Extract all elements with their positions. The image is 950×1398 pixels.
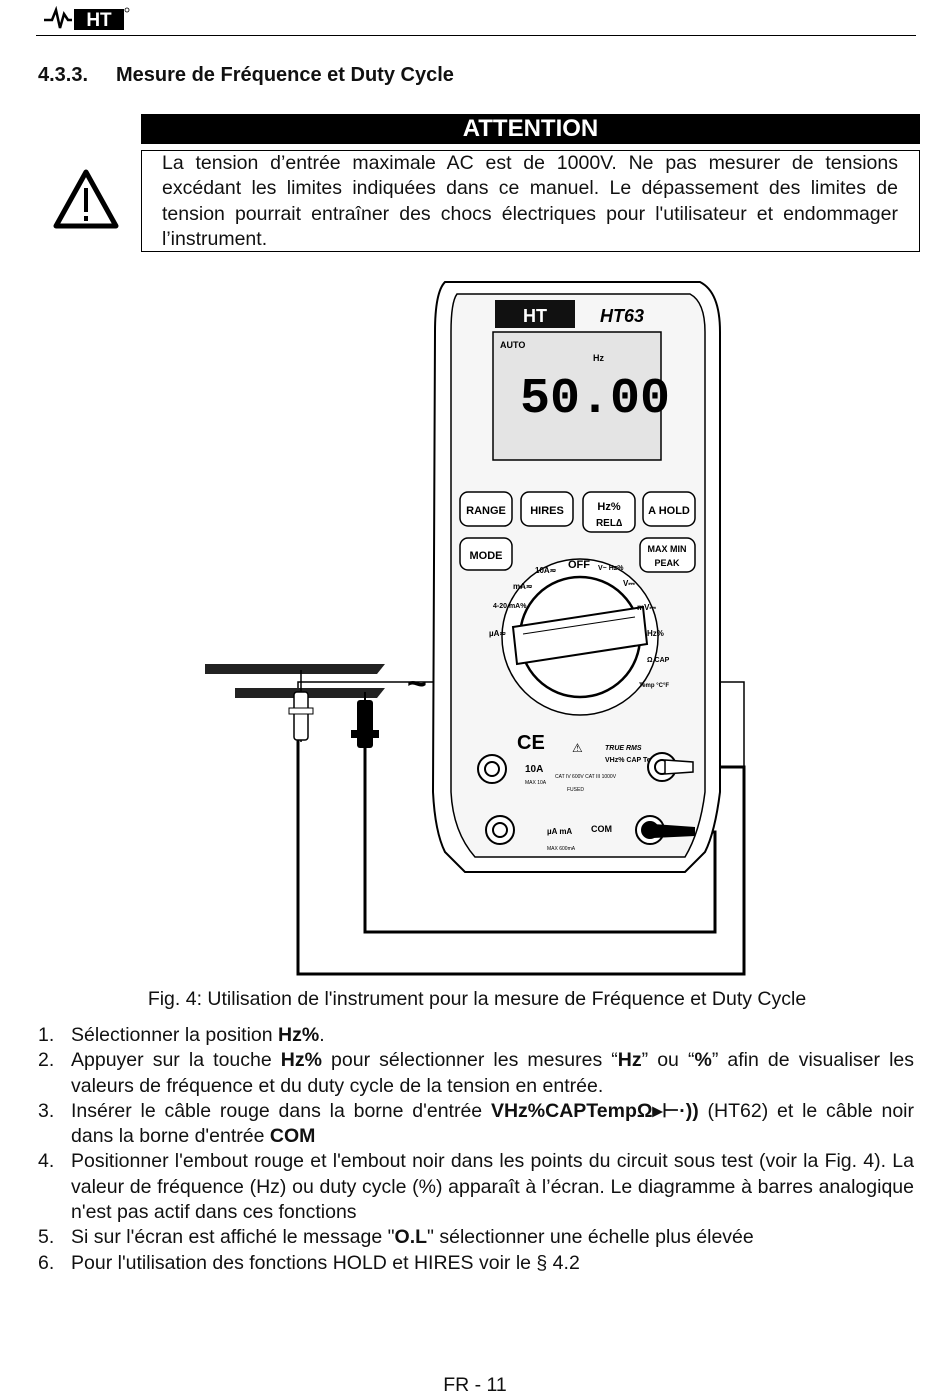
true-rms-label: TRUE RMS [605,745,642,752]
step-1: 1.Sélectionner la position Hz%. [38,1024,325,1046]
warning-triangle-icon [53,169,119,229]
header-rule [36,35,916,36]
lcd-unit-label: Hz [593,353,604,363]
attention-banner: ATTENTION [141,114,920,144]
button-mode: MODE [470,550,503,562]
dial-hz-percent: Hz% [647,629,664,638]
ce-mark: CE [517,732,545,754]
section-title: Mesure de Fréquence et Duty Cycle [116,64,454,86]
button-hires: HIRES [530,505,564,517]
dial-vac-hz: V~ Hz% [598,565,624,572]
button-hz-percent: Hz% [597,501,620,513]
10a-terminal-label: 10A [525,764,543,775]
section-heading: 4.3.3. Mesure de Fréquence et Duty Cycle [38,64,454,87]
dial-vdc: V⎓ [623,579,635,588]
ht-logo: HT [44,6,130,31]
lcd-display [492,331,662,461]
rotary-dial [501,558,659,716]
instruction-steps: 1.Sélectionner la position Hz%. 2.Appuye… [38,1023,914,1276]
attention-box [141,150,920,252]
v-terminal-label: VHz% CAP Temp [605,757,661,764]
step-4: 4.Positionner l'embout rouge et l'embout… [38,1150,914,1224]
button-rel: REL∆ [596,518,622,529]
step-6: 6.Pour l'utilisation des fonctions HOLD … [38,1251,580,1274]
fused-label: FUSED [567,787,584,793]
dial-off: OFF [568,559,590,571]
dial-10a: 10A≂ [535,566,557,575]
dial-ohm-cap: Ω CAP [647,657,670,664]
lower-warning-icon: ⚠ [572,741,583,755]
multimeter-figure: ~ HT HT63 AUTO Hz 50.00 RANGE HIRES Hz% … [205,281,746,976]
step-2: 2.Appuyer sur la touche Hz% pour sélecti… [38,1049,915,1097]
button-range: RANGE [466,505,506,517]
ua-ma-terminal-label: µA mA [547,827,572,836]
dial-ma: mA≂ [513,582,533,591]
meter-brand: HT [523,306,547,326]
page-number: FR - 11 [443,1374,507,1396]
black-test-lead [351,692,379,748]
step-5: 5.Si sur l'écran est affiché le message … [38,1226,754,1249]
meter-brand-plate [495,300,575,328]
ma-max-label: MAX 600mA [547,846,576,852]
svg-text:HT: HT [86,10,112,31]
meter-model: HT63 [600,306,644,326]
section-number: 4.3.3. [38,64,89,86]
lcd-auto-label: AUTO [500,340,525,350]
dial-temp: Temp °C°F [639,683,669,689]
ac-source-symbol: ~ [407,665,427,703]
figure-caption: Fig. 4: Utilisation de l'instrument pour… [147,988,807,1010]
lcd-reading: 50.00 [520,371,670,428]
meter-buttons [459,491,696,573]
attention-text: La tension d’entrée maximale AC est de 1… [162,152,898,250]
dial-mvdc: mV⎓ [637,603,656,612]
red-test-lead [288,670,314,742]
step-3: 3.Insérer le câble rouge dans la borne d… [38,1099,914,1148]
com-terminal-label: COM [591,824,612,834]
cat-rating-label: CAT IV 600V CAT III 1000V [555,774,617,780]
dial-ua: µA≂ [489,629,506,638]
button-a-hold: A HOLD [648,505,690,517]
dial-4-20ma: 4-20 mA% [493,603,527,610]
10a-max-label: MAX 10A [525,780,547,786]
conductors [205,664,385,698]
button-peak: PEAK [654,558,680,568]
plugged-leads [653,759,695,838]
button-max-min: MAX MIN [648,544,687,554]
